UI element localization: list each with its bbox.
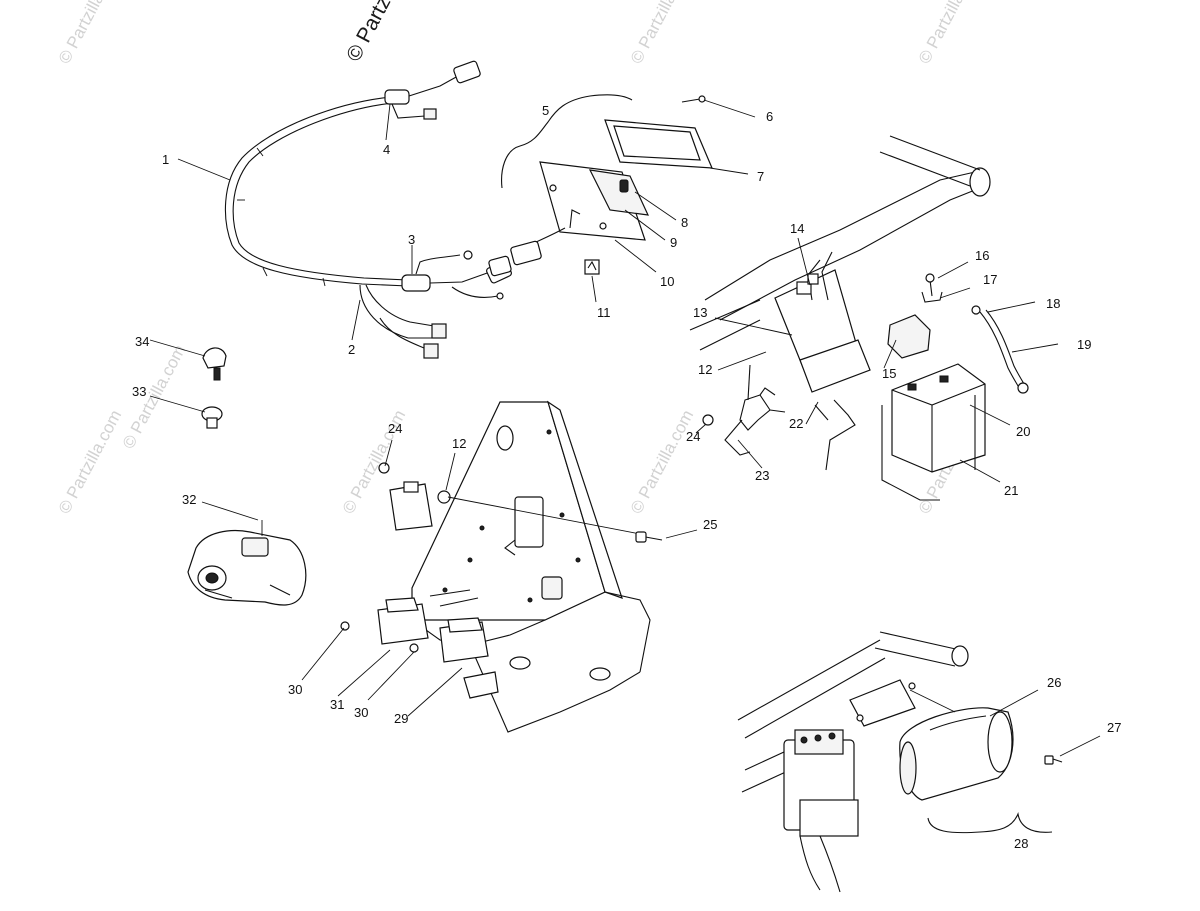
frame-battery-area — [689, 135, 1029, 501]
callout-29: 29 — [394, 711, 408, 726]
callout-21: 21 — [1004, 483, 1018, 498]
callout-4: 4 — [383, 142, 390, 157]
fuse-holder — [201, 406, 223, 429]
watermark-main: © Partzilla — [342, 0, 408, 65]
callout-8: 8 — [681, 215, 688, 230]
callout-6: 6 — [766, 109, 773, 124]
callout-11: 11 — [597, 305, 611, 320]
callout-24: 24 — [388, 421, 402, 436]
callout-25: 25 — [703, 517, 717, 532]
leader-lines — [149, 99, 1101, 757]
watermark: © Partzilla.com — [627, 0, 698, 67]
callout-33: 33 — [132, 384, 146, 399]
callout-32: 32 — [182, 492, 196, 507]
callout-31: 31 — [330, 697, 344, 712]
watermark: © Partzilla.com — [627, 407, 698, 517]
callout-28: 28 — [1014, 836, 1028, 851]
callout-13: 13 — [693, 305, 707, 320]
callout-16: 16 — [975, 248, 989, 263]
callout-17: 17 — [983, 272, 997, 287]
callout-30: 30 — [354, 705, 368, 720]
callout-labels: 1 2 3 4 5 6 7 8 9 10 11 12 12 13 14 15 1… — [132, 103, 1121, 851]
callout-15: 15 — [882, 366, 896, 381]
switch-housing — [187, 529, 307, 606]
cap-terminal — [202, 347, 227, 381]
callout-34: 34 — [135, 334, 149, 349]
callout-14: 14 — [790, 221, 804, 236]
callout-22: 22 — [789, 416, 803, 431]
callout-3: 3 — [408, 232, 415, 247]
callout-30: 30 — [288, 682, 302, 697]
tail-light-assembly — [488, 94, 713, 277]
callout-2: 2 — [348, 342, 355, 357]
callout-12: 12 — [698, 362, 712, 377]
callout-23: 23 — [755, 468, 769, 483]
watermark: © Partzilla.com — [55, 407, 126, 517]
callout-20: 20 — [1016, 424, 1030, 439]
callout-10: 10 — [660, 274, 674, 289]
watermark: © Partzilla.com — [915, 0, 986, 67]
callout-5: 5 — [542, 103, 549, 118]
wiring-harness — [224, 60, 512, 359]
callout-27: 27 — [1107, 720, 1121, 735]
callout-18: 18 — [1046, 296, 1060, 311]
callout-12: 12 — [452, 436, 466, 451]
mounting-plate — [340, 400, 663, 733]
callout-9: 9 — [670, 235, 677, 250]
callout-26: 26 — [1047, 675, 1061, 690]
callout-19: 19 — [1077, 337, 1091, 352]
watermark: © Partzilla.com — [55, 0, 126, 67]
callout-1: 1 — [162, 152, 169, 167]
callout-24: 24 — [686, 429, 700, 444]
starter-motor-area — [737, 631, 1063, 893]
callout-7: 7 — [757, 169, 764, 184]
